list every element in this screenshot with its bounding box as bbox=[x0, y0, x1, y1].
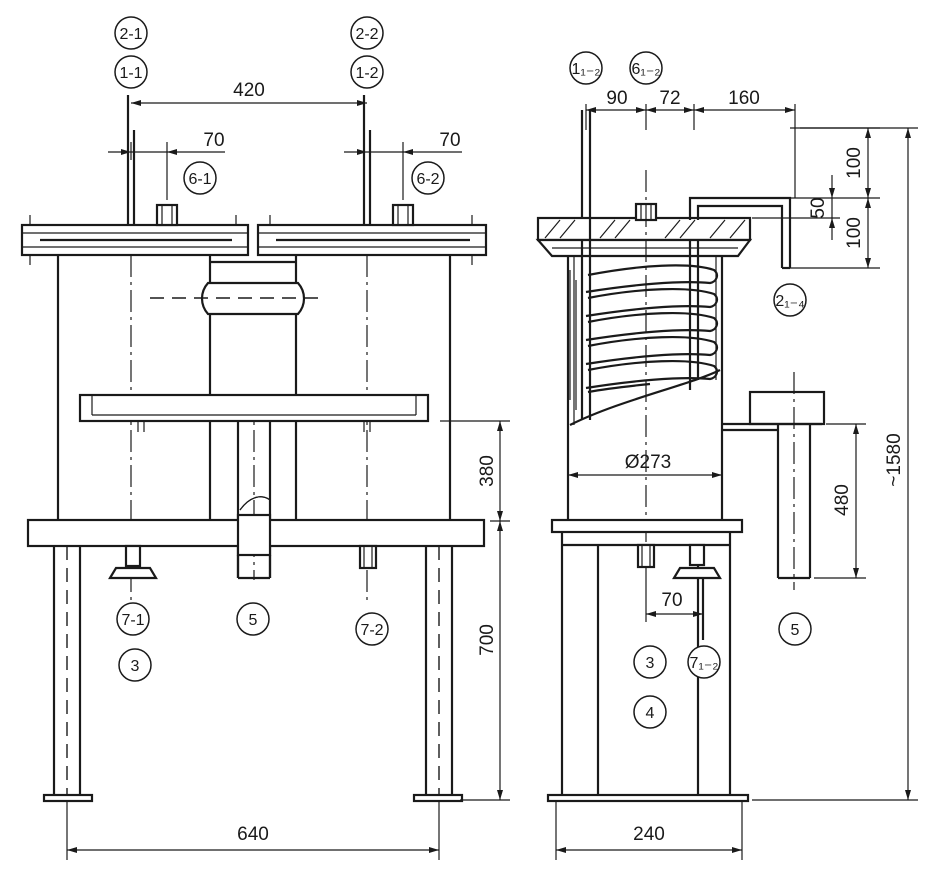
dim-50-label: 50 bbox=[808, 197, 829, 218]
callout-5-side: 5 bbox=[778, 612, 812, 646]
side-valve-7 bbox=[672, 543, 722, 640]
callout-2-14-label: 2₁₋₄ bbox=[775, 293, 804, 310]
side-base bbox=[546, 518, 750, 803]
dim-70-side: 70 bbox=[645, 570, 703, 622]
callout-7-2-label: 7-2 bbox=[360, 622, 383, 639]
callout-7-12: 7₁₋₂ bbox=[687, 645, 721, 679]
nut-7-2 bbox=[358, 544, 378, 570]
dim-640: 640 bbox=[66, 800, 440, 860]
callout-1-2-label: 1-2 bbox=[355, 65, 378, 82]
callout-7-12-label: 7₁₋₂ bbox=[690, 655, 719, 672]
callout-6-1: 6-1 bbox=[183, 161, 217, 195]
callout-2-2: 2-2 bbox=[350, 16, 384, 50]
dim-1580: ~1580 bbox=[752, 127, 918, 801]
dim-1580-label: ~1580 bbox=[884, 433, 905, 486]
callout-1-12: 1₁₋₂ bbox=[569, 51, 603, 85]
side-bent-pipe-2 bbox=[688, 196, 792, 390]
side-pipe-1 bbox=[580, 110, 592, 420]
pipe-1-1 bbox=[126, 95, 136, 225]
side-coils bbox=[569, 264, 719, 410]
leg-left bbox=[42, 546, 94, 803]
nut-6-2 bbox=[391, 203, 415, 227]
front-view: 420 70 70 380 bbox=[20, 16, 510, 860]
dim-700: 700 bbox=[460, 521, 510, 801]
callout-1-2: 1-2 bbox=[350, 55, 384, 89]
base-plate-front bbox=[26, 496, 486, 578]
dim-420-label: 420 bbox=[233, 80, 265, 101]
dim-100b-label: 100 bbox=[844, 217, 865, 249]
side-dims-top: 90 72 160 bbox=[585, 88, 796, 198]
dim-100a-label: 100 bbox=[844, 147, 865, 179]
callout-1-12-label: 1₁₋₂ bbox=[572, 61, 601, 78]
callout-4-side: 4 bbox=[633, 695, 667, 729]
callout-5-side-label: 5 bbox=[791, 622, 800, 639]
callout-4-side-label: 4 bbox=[646, 705, 655, 722]
top-flange-left bbox=[20, 223, 250, 257]
dim-480: 480 bbox=[814, 423, 866, 579]
central-connector bbox=[150, 281, 320, 316]
dim-70-right: 70 bbox=[344, 130, 462, 200]
top-flange-right bbox=[256, 223, 488, 257]
side-outlet-5 bbox=[722, 372, 826, 590]
side-dims-right: 100 50 100 bbox=[752, 127, 880, 269]
dim-700-label: 700 bbox=[477, 624, 498, 656]
callout-2-2-label: 2-2 bbox=[355, 26, 378, 43]
callout-5-front: 5 bbox=[236, 602, 270, 636]
callout-1-1-label: 1-1 bbox=[119, 65, 142, 82]
dim-273: Ø273 bbox=[568, 452, 722, 478]
side-nut-bottom bbox=[636, 543, 656, 569]
callout-6-12-label: 6₁₋₂ bbox=[632, 61, 661, 78]
dim-160-label: 160 bbox=[728, 88, 760, 109]
callout-6-2-label: 6-2 bbox=[416, 171, 439, 188]
callout-1-1: 1-1 bbox=[114, 55, 148, 89]
dim-70-side-label: 70 bbox=[661, 590, 682, 611]
nut-6-1 bbox=[155, 203, 179, 227]
callout-7-1: 7-1 bbox=[116, 602, 150, 636]
dim-380: 380 bbox=[440, 420, 510, 522]
side-flange bbox=[535, 216, 753, 258]
dim-240: 240 bbox=[555, 800, 743, 860]
callout-5-front-label: 5 bbox=[249, 612, 258, 629]
callout-6-12: 6₁₋₂ bbox=[629, 51, 663, 85]
middle-tray bbox=[78, 393, 430, 432]
dim-273-label: Ø273 bbox=[625, 452, 671, 473]
dim-72-label: 72 bbox=[659, 88, 680, 109]
callout-2-1: 2-1 bbox=[114, 16, 148, 50]
leg-right bbox=[412, 546, 464, 803]
dim-240-label: 240 bbox=[633, 824, 665, 845]
dim-90-label: 90 bbox=[606, 88, 627, 109]
dim-480-label: 480 bbox=[832, 484, 853, 516]
valve-7-1 bbox=[108, 544, 158, 580]
side-view: 90 72 160 100 50 100 ~1580 bbox=[535, 51, 918, 860]
dim-380-label: 380 bbox=[477, 455, 498, 487]
dim-420: 420 bbox=[131, 80, 367, 106]
callout-7-2: 7-2 bbox=[355, 612, 389, 646]
dim-70-left-label: 70 bbox=[203, 130, 224, 151]
callout-3-side: 3 bbox=[633, 645, 667, 679]
callout-6-1-label: 6-1 bbox=[188, 171, 211, 188]
callout-3-front: 3 bbox=[118, 648, 152, 682]
dim-640-label: 640 bbox=[237, 824, 269, 845]
callout-6-2: 6-2 bbox=[411, 161, 445, 195]
pipe-1-2 bbox=[362, 95, 372, 225]
dim-70-left: 70 bbox=[108, 130, 225, 200]
callout-2-1-label: 2-1 bbox=[119, 26, 142, 43]
callout-3-front-label: 3 bbox=[131, 658, 140, 675]
callout-2-14: 2₁₋₄ bbox=[773, 283, 807, 317]
callout-3-side-label: 3 bbox=[646, 655, 655, 672]
flange-bolts bbox=[29, 215, 473, 265]
callout-7-1-label: 7-1 bbox=[121, 612, 144, 629]
dim-70-right-label: 70 bbox=[439, 130, 460, 151]
side-vessel bbox=[566, 170, 724, 570]
